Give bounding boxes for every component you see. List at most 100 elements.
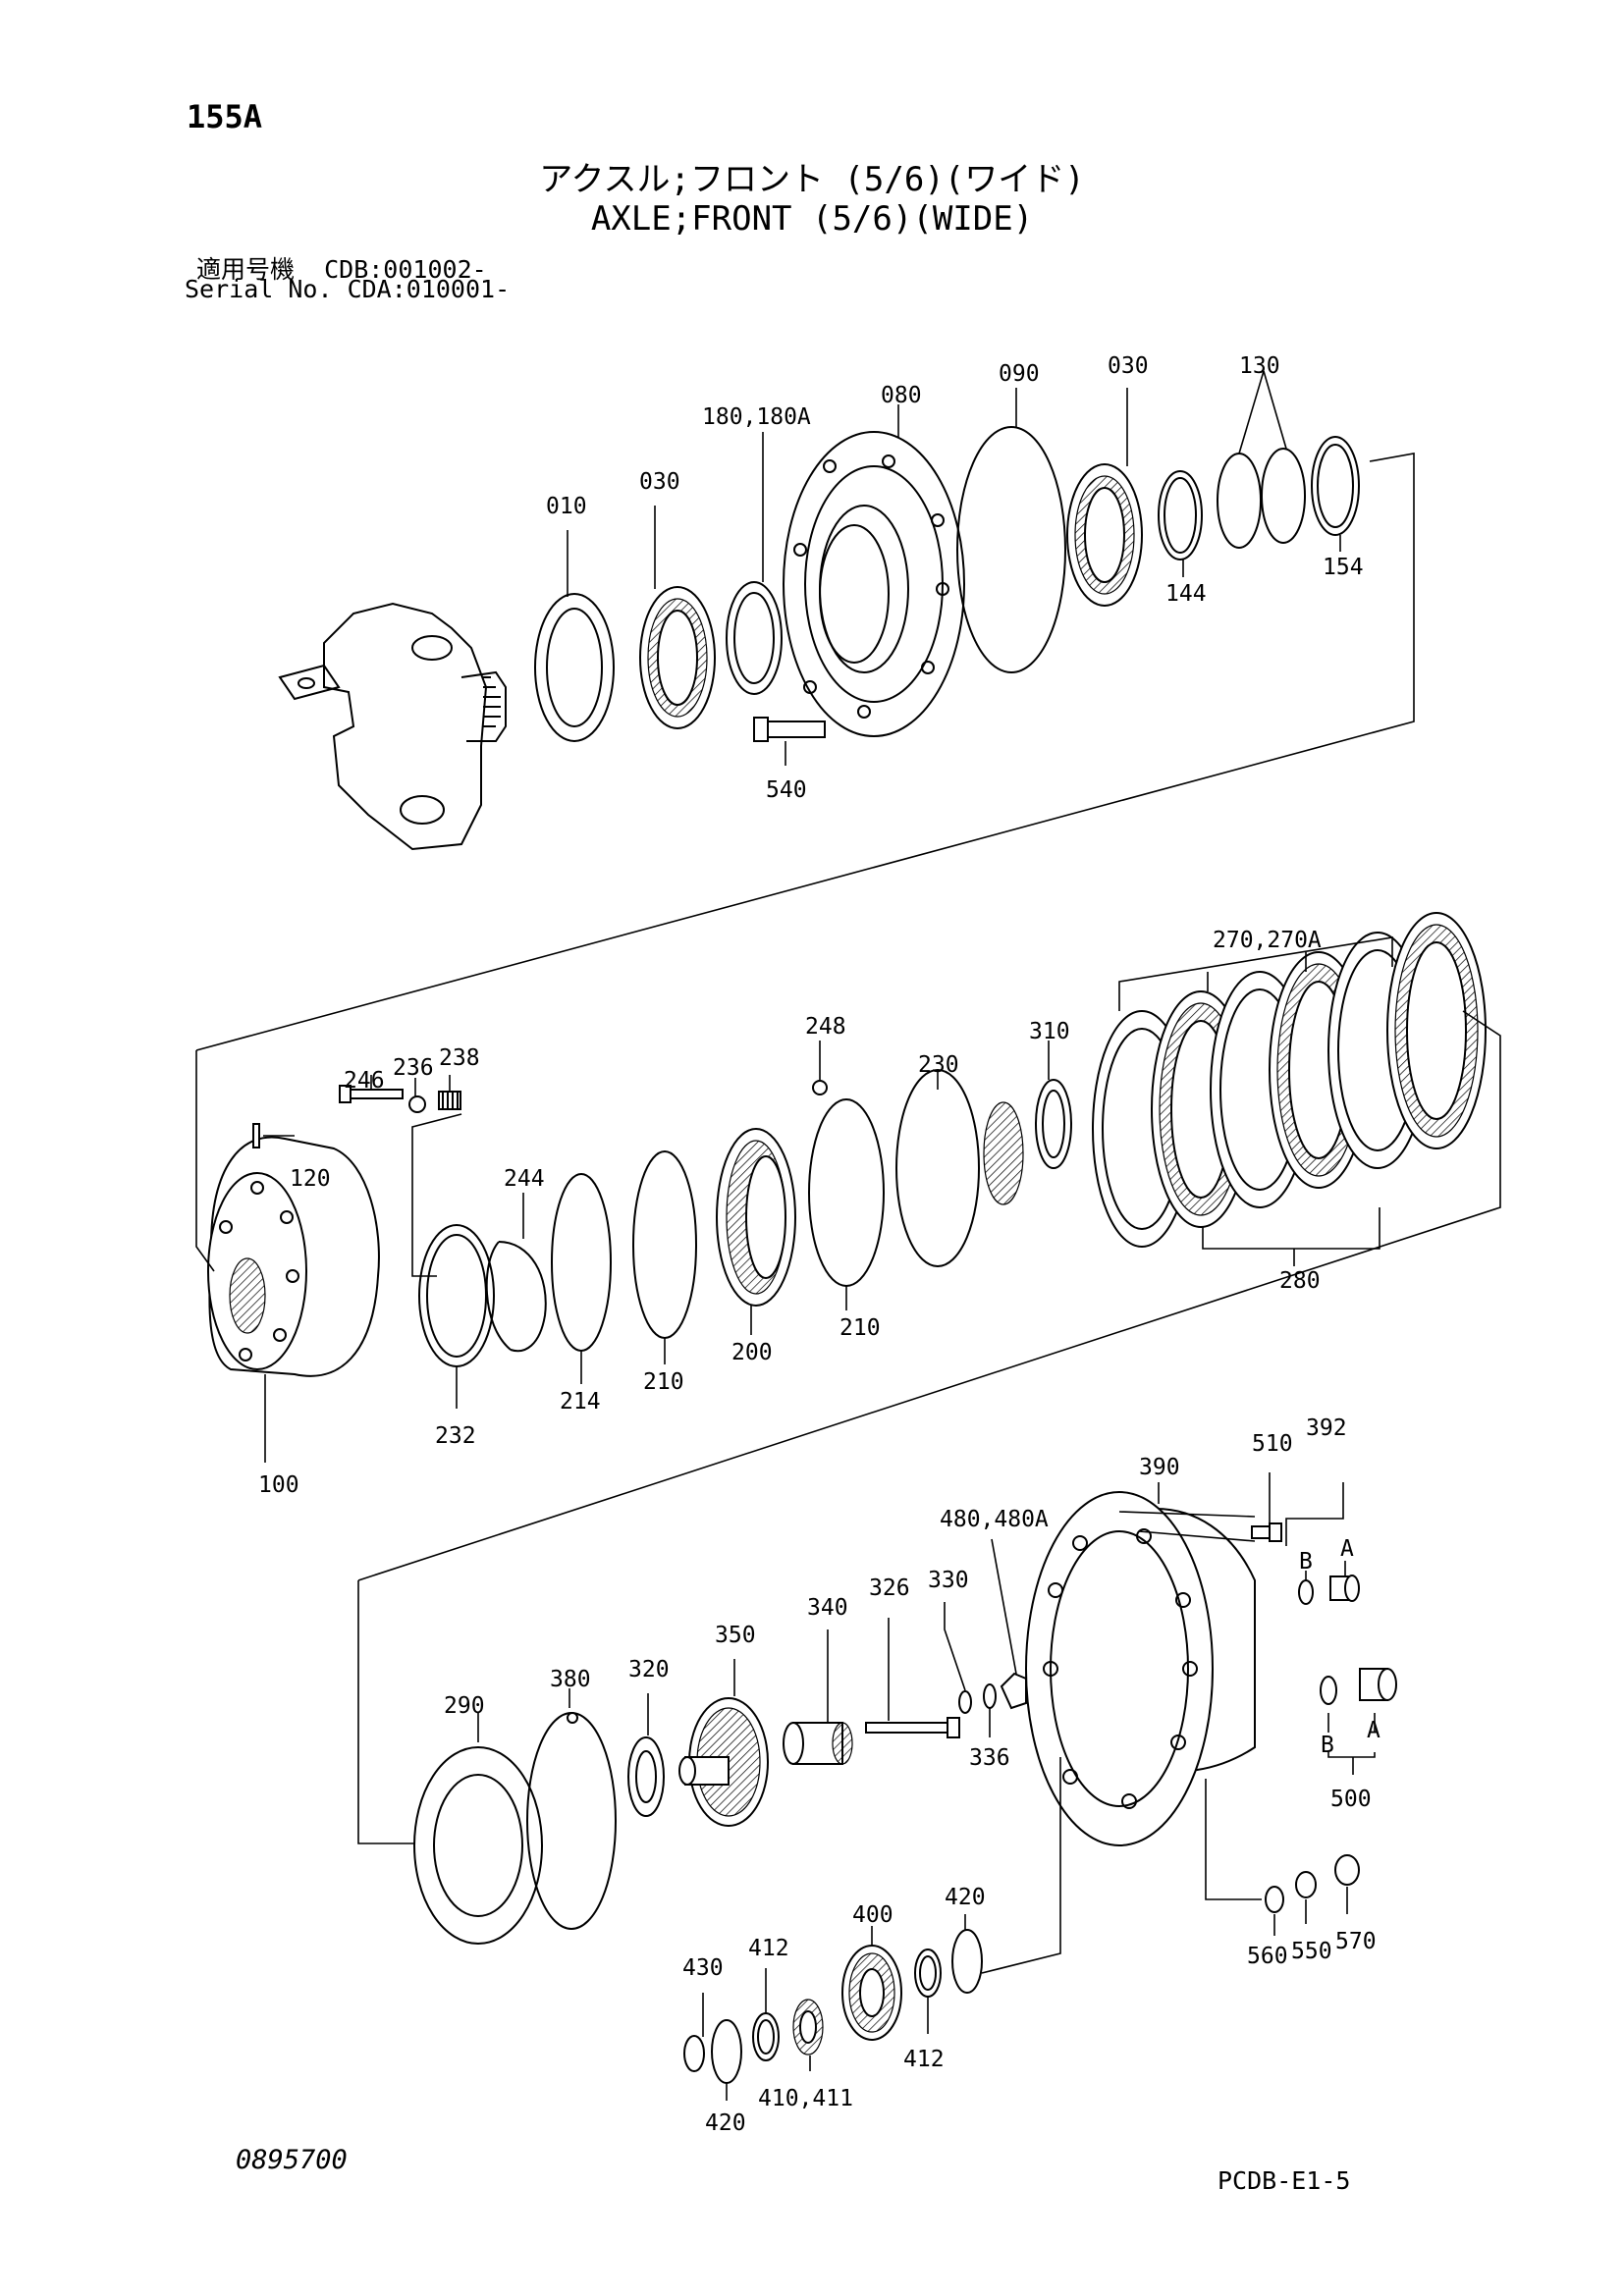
part-130-shims <box>1217 448 1306 549</box>
callout-100: 100 <box>258 1472 299 1498</box>
callout-326: 326 <box>869 1575 910 1601</box>
callout-232: 232 <box>435 1423 476 1449</box>
part-310-nut <box>983 1079 1072 1205</box>
part-100-carrier <box>207 1136 380 1377</box>
drawing-code: 0895700 <box>236 2145 348 2175</box>
callout-330: 330 <box>928 1568 969 1593</box>
callout-412: 412 <box>748 1936 789 1961</box>
callout-290: 290 <box>444 1693 485 1719</box>
callout-500: 500 <box>1330 1787 1372 1812</box>
part-400-gear <box>841 1945 902 2041</box>
part-420-snap-ring-b <box>711 2019 742 2084</box>
part-410-needle-bearing <box>792 1999 824 2056</box>
callout-248: 248 <box>805 1014 846 1040</box>
callout-b: B <box>1321 1733 1334 1758</box>
callout-120: 120 <box>290 1166 331 1192</box>
part-380-snap-ring <box>526 1712 617 1930</box>
callout-480-480a: 480,480A <box>940 1507 1049 1532</box>
group-3-lead-lines <box>357 1472 1376 2101</box>
part-570-nut <box>1334 1854 1360 1886</box>
callout-412: 412 <box>903 2047 945 2072</box>
part-480-shim <box>1000 1672 1027 1710</box>
part-392-plug <box>1298 1575 1360 1605</box>
callout-570: 570 <box>1335 1929 1377 1954</box>
callout-390: 390 <box>1139 1455 1180 1480</box>
part-248-plug <box>812 1080 828 1095</box>
page-reference: PCDB-E1-5 <box>1218 2166 1351 2195</box>
callout-246: 246 <box>344 1068 385 1094</box>
part-090-o-ring <box>956 426 1066 673</box>
part-420-snap-ring-a <box>951 1929 983 1994</box>
part-232-plate <box>418 1224 495 1367</box>
part-320-thrust-washer <box>627 1736 665 1817</box>
part-144-ring <box>1158 470 1203 561</box>
part-030-bearing-a <box>639 586 716 729</box>
part-500-plug <box>1320 1668 1397 1705</box>
applicable-serial-japanese: 適用号機 CDB:001002- <box>196 255 487 284</box>
callout-400: 400 <box>852 1902 893 1928</box>
page-number: 155A <box>187 98 263 135</box>
callout-310: 310 <box>1029 1019 1070 1044</box>
part-238-spring <box>438 1091 461 1110</box>
callout-510: 510 <box>1252 1431 1293 1457</box>
part-550-washer <box>1295 1871 1317 1898</box>
part-200-piston <box>716 1128 796 1307</box>
part-510-bolt <box>1251 1522 1282 1542</box>
part-330-washer <box>958 1690 972 1714</box>
callout-030: 030 <box>1108 353 1149 379</box>
title-japanese: アクスル;フロント (5/6)(ワイド) <box>539 160 1085 199</box>
callout-380: 380 <box>550 1667 591 1692</box>
callout-280: 280 <box>1279 1268 1321 1294</box>
callout-340: 340 <box>807 1595 848 1621</box>
callout-560: 560 <box>1247 1944 1288 1969</box>
callout-230: 230 <box>918 1052 959 1078</box>
callout-238: 238 <box>439 1045 480 1071</box>
part-270-friction-plates <box>1092 912 1487 1248</box>
callout-210: 210 <box>839 1315 881 1341</box>
knuckle-housing <box>278 602 507 851</box>
callout-labels: 010 030 180,180A 080 090 030 130 154 144… <box>258 353 1380 2136</box>
part-430-ring <box>683 2035 705 2072</box>
callout-090: 090 <box>999 361 1040 387</box>
callout-010: 010 <box>546 494 587 519</box>
part-120-pin <box>252 1123 260 1148</box>
callout-410-411: 410,411 <box>758 2086 853 2111</box>
part-350-gear <box>678 1697 769 1827</box>
part-154-snap-ring <box>1311 436 1360 536</box>
part-340-gear <box>783 1722 853 1765</box>
callout-180-180a: 180,180A <box>702 404 811 430</box>
callout-244: 244 <box>504 1166 545 1192</box>
part-246-bolt <box>339 1085 404 1103</box>
part-210-ring-b <box>808 1098 885 1287</box>
callout-430: 430 <box>682 1955 724 1981</box>
callout-392: 392 <box>1306 1415 1347 1441</box>
part-244-snap-ring <box>485 1241 547 1353</box>
callout-030: 030 <box>639 469 680 495</box>
callout-080: 080 <box>881 383 922 408</box>
group-1-lead-lines <box>195 370 1415 1051</box>
part-230-ring <box>895 1069 980 1267</box>
title-english: AXLE;FRONT (5/6)(WIDE) <box>590 199 1034 239</box>
part-010-seal <box>534 593 615 742</box>
callout-154: 154 <box>1323 555 1364 580</box>
callout-214: 214 <box>560 1389 601 1415</box>
part-412-ring-a <box>752 2012 780 2061</box>
callout-a: A <box>1367 1718 1380 1743</box>
applicable-serial-english: Serial No. CDA:010001- <box>185 275 511 303</box>
callout-b: B <box>1299 1549 1313 1575</box>
part-336-washer <box>983 1683 997 1709</box>
part-030-bearing-b <box>1066 463 1143 607</box>
callout-270-270a: 270,270A <box>1213 928 1322 953</box>
callout-236: 236 <box>393 1055 434 1081</box>
callout-420: 420 <box>945 1885 986 1910</box>
part-412-ring-b <box>914 1949 942 1998</box>
callout-200: 200 <box>731 1340 773 1365</box>
part-080-hub <box>783 431 965 737</box>
callout-420: 420 <box>705 2110 746 2136</box>
callout-144: 144 <box>1165 581 1207 607</box>
callout-550: 550 <box>1291 1939 1332 1964</box>
group-2-lead-lines <box>195 936 1501 1581</box>
callout-a: A <box>1340 1536 1354 1562</box>
part-236-ball <box>408 1095 426 1113</box>
